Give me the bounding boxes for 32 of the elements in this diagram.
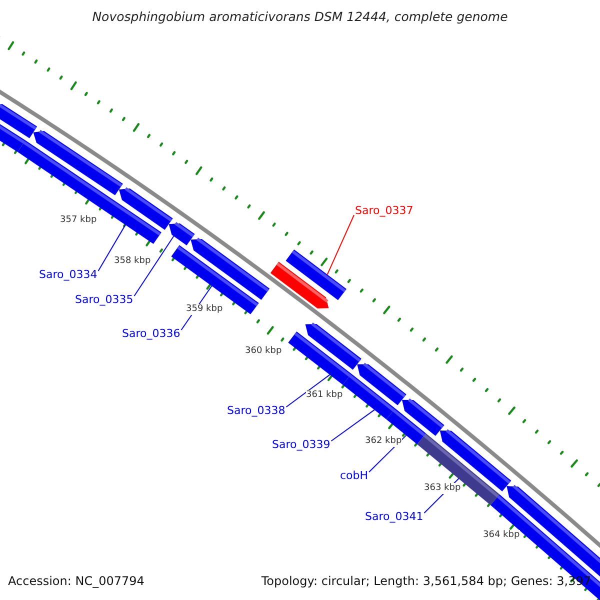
gene-feature-bar xyxy=(342,374,396,420)
gene-label: Saro_0335 xyxy=(75,293,134,306)
gene-feature-bar xyxy=(190,238,270,300)
gene-feature-bar xyxy=(0,104,38,138)
leader-line xyxy=(286,374,330,408)
scale-label: 364 kbp xyxy=(483,530,520,541)
gene-feature-bar xyxy=(440,429,512,492)
leader-line xyxy=(330,409,375,442)
gene-label: Saro_0339 xyxy=(272,438,330,451)
gene-label: Saro_0334 xyxy=(39,268,98,281)
gene-label: Saro_0336 xyxy=(122,327,180,340)
gene-feature-bar xyxy=(168,222,195,246)
diagram-title: Novosphingobium aromaticivorans DSM 12444, complete genome xyxy=(91,9,509,24)
gene-feature-bar xyxy=(286,249,346,300)
gene-label: cobH xyxy=(340,469,368,482)
leader-line xyxy=(326,214,354,275)
leader-line xyxy=(98,224,126,272)
scale-label: 358 kbp xyxy=(114,256,151,267)
gene-feature-bar xyxy=(118,187,173,230)
gene-label: Saro_0341 xyxy=(365,510,424,523)
scale-label: 362 kbp xyxy=(365,436,402,447)
footer-text: Accession: NC_007794 xyxy=(8,574,144,589)
scale-label: 359 kbp xyxy=(186,304,223,315)
scale-label: 361 kbp xyxy=(306,390,343,401)
scale-label: 357 kbp xyxy=(60,215,97,226)
scale-label: 360 kbp xyxy=(245,346,282,357)
gene-label: Saro_0337 xyxy=(355,204,414,217)
scale-label: 363 kbp xyxy=(424,483,461,494)
gene-feature-bar xyxy=(33,130,123,196)
leader-line xyxy=(134,236,174,296)
gene-feature-bar xyxy=(305,322,362,370)
gene-label: Saro_0338 xyxy=(227,404,286,417)
